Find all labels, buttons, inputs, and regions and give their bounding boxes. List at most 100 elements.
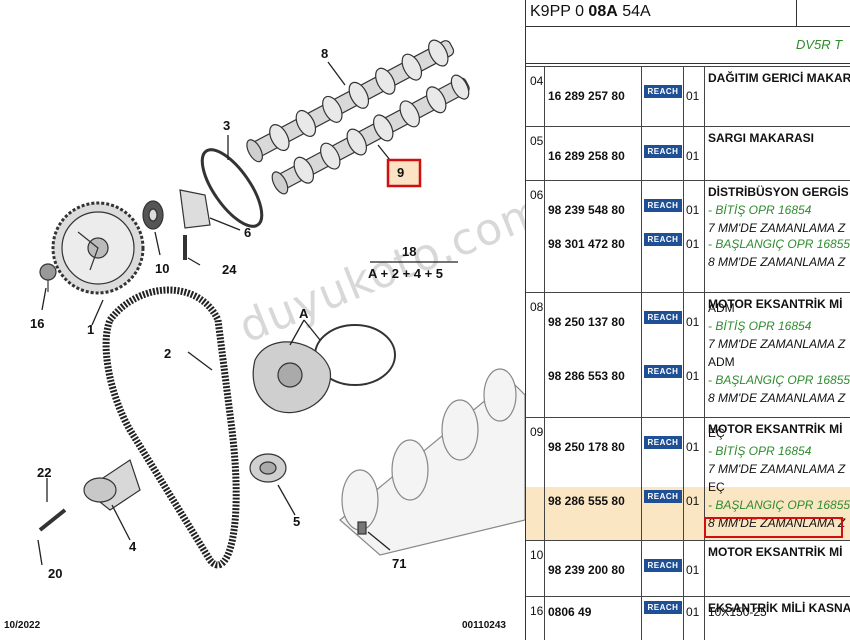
part-name: MOTOR EKSANTRİK Mİ — [708, 545, 843, 559]
part-number[interactable]: 98 250 137 80 — [548, 315, 625, 329]
table-header: K9PP 0 08A 54A — [526, 0, 850, 27]
timing-belt-2 — [102, 286, 240, 569]
part-number[interactable]: 16 289 257 80 — [548, 89, 625, 103]
key-71 — [357, 521, 367, 535]
callout-5: 5 — [293, 514, 301, 529]
part-name: MOTOR EKSANTRİK Mİ — [708, 422, 843, 436]
row-number: 06 — [530, 188, 544, 202]
quantity: 01 — [686, 315, 700, 329]
seal-ring-3 — [200, 148, 264, 228]
callout-2: 2 — [164, 346, 172, 361]
reach-badge: REACH — [644, 311, 682, 324]
part-note: - BİTİŞ OPR 16854 — [708, 203, 812, 217]
part-number[interactable]: 0806 49 — [548, 605, 592, 619]
quantity: 01 — [686, 605, 700, 619]
callout-A: A — [299, 306, 309, 321]
reach-badge: REACH — [644, 601, 682, 614]
reach-badge: REACH — [644, 233, 682, 246]
part-note: - BİTİŞ OPR 16854 — [708, 319, 812, 333]
idler-pulley-5 — [249, 453, 287, 483]
part-note: - BAŞLANGIÇ OPR 16855 — [708, 373, 850, 387]
row-number: 04 — [530, 74, 544, 88]
quantity: 01 — [686, 494, 700, 508]
part-number[interactable]: 98 250 178 80 — [548, 440, 625, 454]
table-row: 10 MOTOR EKSANTRİK Mİ 98 239 200 80 REACH 01 — [526, 540, 850, 597]
engine-code: K9PP 0 08A 54A — [530, 3, 651, 20]
part-note: - BİTİŞ OPR 16854 — [708, 444, 812, 458]
parts-diagram: 8 3 9 1 10 24 6 16 18 A + 2 + 4 + 5 2 A … — [4, 39, 525, 631]
part-note: 8 MM'DE ZAMANLAMA Z — [708, 516, 846, 530]
bolt-16 — [39, 263, 57, 292]
footer-date: 10/2022 — [4, 620, 41, 631]
camshaft-9 — [271, 74, 470, 195]
reach-badge: REACH — [644, 559, 682, 572]
callout-6: 6 — [244, 225, 252, 240]
part-note: ADM — [708, 355, 735, 369]
quantity: 01 — [686, 237, 700, 251]
callout-8: 8 — [321, 46, 329, 61]
part-number[interactable]: 98 301 472 80 — [548, 237, 625, 251]
table-subheader: DV5R T — [526, 27, 850, 64]
crankshaft — [339, 368, 525, 556]
part-number[interactable]: 98 239 548 80 — [548, 203, 625, 217]
part-note: - BAŞLANGIÇ OPR 16855 — [708, 237, 850, 251]
quantity: 01 — [686, 203, 700, 217]
row-number: 16 — [530, 604, 544, 618]
callout-1: 1 — [87, 322, 95, 337]
callout-10: 10 — [155, 261, 170, 276]
callout-formula: A + 2 + 4 + 5 — [368, 266, 444, 281]
callout-22: 22 — [37, 465, 52, 480]
part-name: SARGI MAKARASI — [708, 131, 815, 145]
part-note: 7 MM'DE ZAMANLAMA Z — [708, 462, 846, 476]
quantity: 01 — [686, 89, 700, 103]
reach-badge: REACH — [644, 145, 682, 158]
reach-badge: REACH — [644, 365, 682, 378]
diagram-drawing — [37, 39, 525, 569]
quantity: 01 — [686, 369, 700, 383]
part-number[interactable]: 98 286 555 80 — [548, 494, 625, 508]
part-note: 10X150-25 — [708, 605, 767, 619]
callout-18: 18 — [402, 244, 417, 259]
row-number: 10 — [530, 548, 544, 562]
timing-note-highlight — [704, 517, 843, 538]
callout-4: 4 — [129, 539, 137, 554]
table-row: 16 EKSANTRİK MİLİ KASNA 0806 49 REACH 01 10X1… — [526, 596, 850, 640]
row-number: 08 — [530, 300, 544, 314]
part-name: DİSTRİBÜSYON GERGİS — [708, 185, 849, 199]
bolt-22 — [38, 508, 67, 532]
part-number[interactable]: 98 286 553 80 — [548, 369, 625, 383]
row-number: 09 — [530, 425, 544, 439]
table-row: 06 DİSTRİBÜSYON GERGİS 98 239 548 80 REACH 0… — [526, 180, 850, 293]
water-pump-A — [252, 324, 396, 414]
reach-badge: REACH — [644, 199, 682, 212]
footer-code: 00110243 — [462, 620, 506, 631]
callout-20: 20 — [48, 566, 63, 581]
quantity: 01 — [686, 440, 700, 454]
part-number[interactable]: 16 289 258 80 — [548, 149, 625, 163]
callout-16: 16 — [30, 316, 45, 331]
camshaft-8 — [246, 39, 455, 163]
part-name: MOTOR EKSANTRİK Mİ — [708, 297, 843, 311]
part-note: EÇ — [708, 480, 725, 494]
part-note: 7 MM'DE ZAMANLAMA Z — [708, 221, 846, 235]
bracket-6 — [179, 189, 211, 229]
part-number[interactable]: 98 239 200 80 — [548, 563, 625, 577]
part-name: DAĞITIM GERICİ MAKAR — [708, 71, 850, 85]
part-note: ADM — [708, 301, 735, 315]
engine-variant: DV5R T — [796, 37, 843, 52]
tensioner-4 — [83, 459, 141, 511]
highlighted-part-row — [526, 487, 850, 541]
part-name: EKSANTRİK MİLİ KASNA — [708, 601, 850, 615]
quantity: 01 — [686, 563, 700, 577]
table-row: 08 MOTOR EKSANTRİK Mİ 98 250 137 80 REACH 01… — [526, 292, 850, 418]
part-note: - BAŞLANGIÇ OPR 16855 — [708, 498, 850, 512]
part-note: 8 MM'DE ZAMANLAMA Z — [708, 255, 846, 269]
callout-9: 9 — [397, 165, 405, 180]
callout-71: 71 — [392, 556, 407, 571]
camshaft-sprocket-1 — [51, 201, 145, 295]
part-note: 7 MM'DE ZAMANLAMA Z — [708, 337, 846, 351]
quantity: 01 — [686, 149, 700, 163]
part-note: 8 MM'DE ZAMANLAMA Z — [708, 391, 846, 405]
